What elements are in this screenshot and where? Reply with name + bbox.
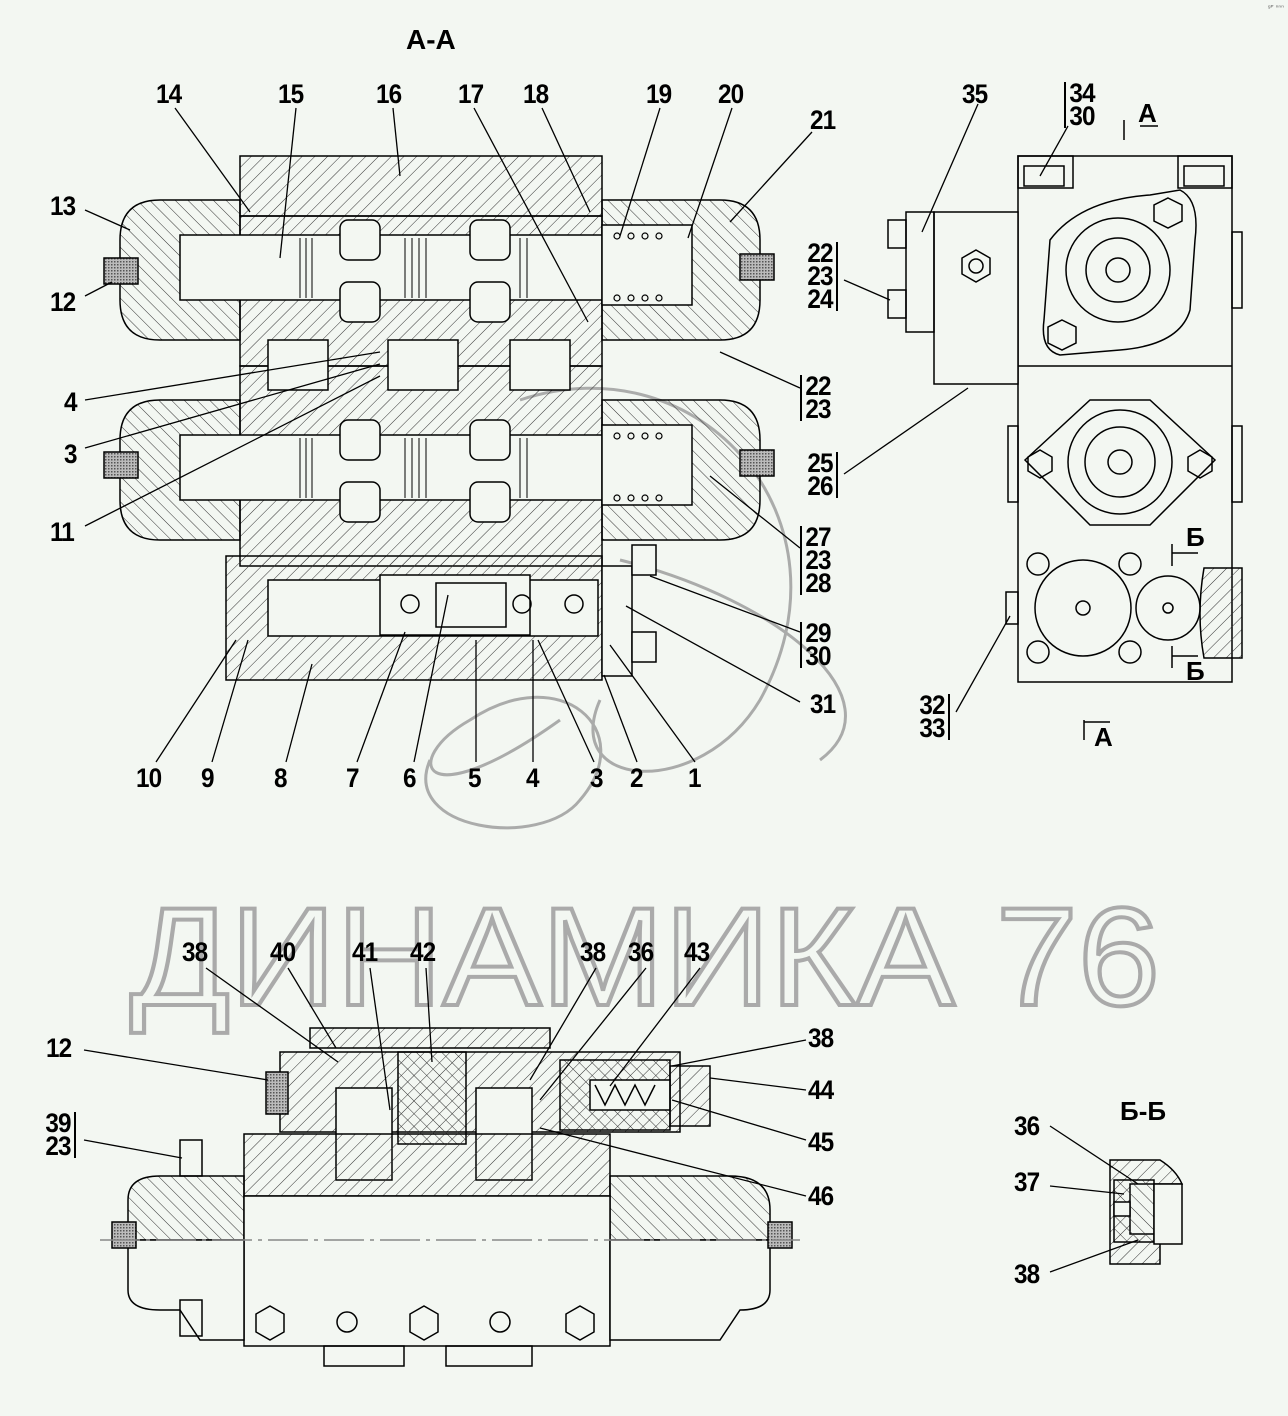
callout-label: 39 (45, 1108, 71, 1138)
callout-label: 38 (182, 937, 208, 967)
callout-label: 5 (468, 763, 482, 793)
callout-label: 29 (805, 618, 831, 648)
callout-label: 37 (1014, 1167, 1040, 1197)
callout-label: 36 (628, 937, 654, 967)
leader-lines-bb (1049, 1125, 1139, 1273)
callout-label: 38 (580, 937, 606, 967)
callout-label: 18 (523, 79, 549, 109)
callout-label: 28 (805, 568, 831, 598)
callout-label: 1 (688, 763, 702, 793)
callout-label: 24 (807, 284, 833, 314)
callout-label: 41 (352, 937, 378, 967)
callout-label: 4 (64, 387, 78, 417)
callout-label: 30 (805, 641, 831, 671)
callout-label: 14 (156, 79, 182, 109)
callout-label: 42 (410, 937, 436, 967)
section-marker-a-bottom: А (1094, 722, 1113, 752)
callout-label: 3 (590, 763, 604, 793)
callout-label: 13 (50, 191, 76, 221)
leader-lines-aa (84, 107, 813, 763)
callout-label: 40 (270, 937, 296, 967)
section-bb-title: Б-Б (1120, 1096, 1167, 1126)
callout-label: 32 (919, 690, 945, 720)
callout-label: 22 (805, 371, 831, 401)
callout-stack: 32 33 (918, 690, 951, 743)
callout-label: 23 (805, 394, 831, 424)
callout-label: 21 (810, 105, 836, 135)
callout-stack: 29 30 (800, 618, 832, 671)
callout-label: 30 (1069, 101, 1095, 131)
side-view-drawing (887, 120, 1243, 740)
callout-label: 43 (684, 937, 710, 967)
section-marker-b-top: Б (1186, 522, 1205, 552)
section-marker-b-bottom: Б (1186, 656, 1205, 686)
callout-label: 35 (962, 79, 988, 109)
leader-lines-side (843, 103, 1069, 713)
callout-label: 12 (46, 1033, 72, 1063)
callout-label: 26 (807, 471, 833, 501)
callout-label: 22 (807, 238, 833, 268)
callout-label: 7 (346, 763, 360, 793)
corner-mark: ᵍᴾ ⁿⁿⁿ (1267, 4, 1284, 12)
callout-label: 19 (646, 79, 672, 109)
callout-label: 38 (1014, 1259, 1040, 1289)
callout-stack: 39 23 (44, 1108, 77, 1161)
callout-label: 46 (808, 1181, 834, 1211)
callout-label: 25 (807, 448, 833, 478)
section-marker-a-top: А (1138, 98, 1157, 128)
callout-label: 20 (718, 79, 744, 109)
callout-stack: 34 30 (1064, 78, 1096, 131)
callout-label: 8 (274, 763, 288, 793)
callout-label: 23 (807, 261, 833, 291)
callout-stack: 25 26 (806, 448, 839, 501)
callout-stack: 27 23 28 (800, 522, 832, 598)
callout-stack: 22 23 (800, 371, 832, 424)
section-aa-title: А-А (406, 24, 456, 55)
section-aa-drawing (103, 155, 775, 681)
callout-label: 45 (808, 1127, 834, 1157)
callout-label: 11 (50, 517, 75, 547)
callout-label: 33 (919, 713, 945, 743)
callout-label: 2 (630, 763, 644, 793)
callout-label: 15 (278, 79, 304, 109)
callout-label: 23 (805, 545, 831, 575)
bottom-view-drawing (100, 1027, 800, 1367)
section-bb-drawing (1109, 1159, 1184, 1265)
watermark-text: ДИНАМИКА 76 (130, 878, 1160, 1035)
callout-stack: 22 23 24 (806, 238, 839, 314)
callout-label: 38 (808, 1023, 834, 1053)
leader-lines-bottom (83, 967, 807, 1197)
callout-label: 44 (808, 1075, 834, 1105)
callout-label: 4 (526, 763, 540, 793)
callout-label: 6 (403, 763, 417, 793)
callout-label: 16 (376, 79, 402, 109)
callout-label: 27 (805, 522, 831, 552)
callout-label: 23 (45, 1131, 71, 1161)
callout-label: 12 (50, 287, 76, 317)
callout-label: 10 (136, 763, 162, 793)
callout-label: 31 (810, 689, 836, 719)
callout-label: 36 (1014, 1111, 1040, 1141)
callout-label: 34 (1069, 78, 1095, 108)
callout-label: 3 (64, 439, 78, 469)
callout-label: 9 (201, 763, 215, 793)
callout-label: 17 (458, 79, 484, 109)
